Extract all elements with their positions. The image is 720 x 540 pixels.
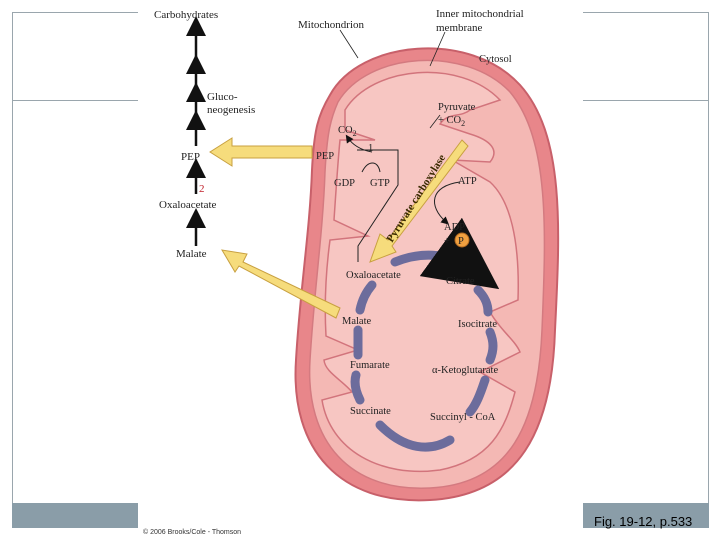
- inner-membrane-pointer: [429, 31, 446, 67]
- citrate-label: Citrate: [446, 276, 475, 287]
- isocitrate-label: Isocitrate: [458, 319, 497, 330]
- slide-left-edge: [12, 12, 13, 528]
- gluconeogenesis-label-1: Gluco-: [207, 91, 238, 103]
- co2-label: CO2: [338, 125, 357, 138]
- slide-mid-line-right: [583, 100, 709, 101]
- gdp-label: GDP: [334, 178, 355, 189]
- pyruvate-label-1: Pyruvate: [438, 102, 476, 113]
- cycle-arrow-succinylcoa-succinate: [375, 420, 455, 452]
- oxaloacetate-outer-label: Oxaloacetate: [159, 199, 217, 211]
- slide-mid-line-left: [12, 100, 138, 101]
- pyruvate-carboxylase-arrow: [369, 139, 469, 263]
- succinyl-coa-label: Succinyl - CoA: [430, 412, 496, 423]
- inner-membrane-label-2: membrane: [436, 22, 483, 34]
- malate-outer-label: Malate: [176, 248, 207, 260]
- adp-label: ADP: [444, 222, 465, 233]
- atp-adp-arrow: [434, 181, 461, 225]
- mitochondrion-pointer: [339, 29, 359, 59]
- cytosol-pointer: [429, 114, 441, 129]
- mitochondrion-label: Mitochondrion: [298, 19, 364, 31]
- pep-inner-label: PEP: [316, 151, 334, 162]
- pep-export-arrow: [209, 137, 313, 167]
- atp-label: ATP: [458, 176, 477, 187]
- oxaloacetate-inner-label: Oxaloacetate: [346, 270, 401, 281]
- ketoglutarate-label: α-Ketoglutarate: [432, 365, 498, 376]
- gtp-label: GTP: [370, 178, 390, 189]
- adp-plus-label: +: [444, 236, 450, 247]
- succinate-label: Succinate: [350, 406, 391, 417]
- cycle-arrow-isocitrate-ketoglutarate: [485, 327, 498, 365]
- figure-caption: Fig. 19-12, p.533: [594, 514, 693, 529]
- step-1-label: 1: [368, 143, 373, 154]
- slide-top-line-right: [583, 12, 709, 13]
- citric-acid-cycle-arrows: [350, 217, 500, 452]
- cycle-arrow-oxaloacetate-citrate: [390, 217, 500, 290]
- cycle-arrow-citrate-isocitrate: [473, 285, 493, 317]
- fumarate-label: Fumarate: [350, 360, 390, 371]
- cytosol-label: Cytosol: [479, 54, 512, 65]
- step-2-label: 2: [199, 183, 205, 195]
- phosphate-label: P: [458, 236, 464, 247]
- footer-bar-left: [12, 503, 138, 528]
- carbohydrates-label: Carbohydrates: [154, 9, 218, 21]
- malate-inner-label: Malate: [342, 316, 371, 327]
- cycle-arrow-ketoglutarate-succinylcoa: [465, 375, 490, 417]
- cycle-arrow-succinate-fumarate: [350, 370, 365, 405]
- gtp-gdp-arrow: [361, 162, 381, 173]
- pep-outer-label: PEP: [181, 151, 200, 163]
- phosphate-circle: [454, 232, 470, 248]
- slide-top-line-left: [12, 12, 138, 13]
- malate-export-arrow: [221, 249, 341, 319]
- gluconeogenesis-label-2: neogenesis: [207, 104, 255, 116]
- pep-carboxykinase-box: [357, 149, 399, 262]
- footer-bar-right: [583, 503, 709, 528]
- slide-right-edge: [708, 12, 709, 528]
- inner-membrane-label-1: Inner mitochondrial: [436, 8, 524, 20]
- pyruvate-label-2: + CO2: [438, 115, 465, 128]
- co2-release-arrow: [345, 134, 373, 153]
- cycle-arrow-malate-oxaloacetate: [355, 280, 377, 315]
- copyright-notice: © 2006 Brooks/Cole - Thomson: [143, 529, 242, 536]
